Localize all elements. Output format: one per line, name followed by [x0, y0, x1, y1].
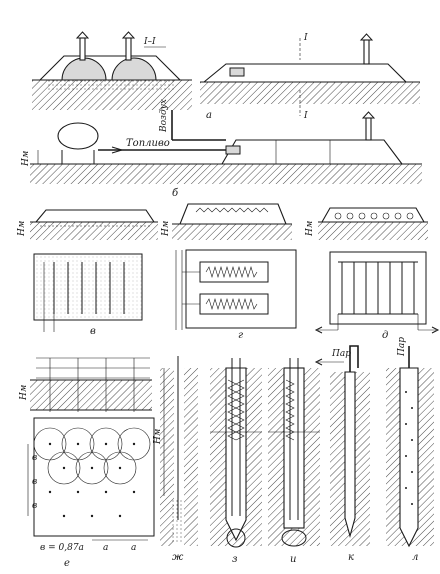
panel-letter-k: к: [348, 552, 354, 563]
panel-letter-d: д: [382, 330, 388, 341]
panel-d-section: Hм: [305, 207, 428, 240]
firebox: [229, 67, 245, 77]
panel-zh: Hм ж: [153, 356, 198, 563]
depth-label: Hм: [19, 385, 29, 401]
panel-b: Топливо Воздух Hм б: [21, 99, 422, 199]
thawed-zone: [48, 80, 176, 90]
cut-mark-bottom: I: [303, 111, 308, 121]
embankment: [221, 139, 404, 165]
spacing-b: в: [32, 453, 37, 463]
cross-section-icon: [226, 528, 246, 548]
panel-letter-i: и: [290, 554, 296, 565]
fuel-label: Топливо: [126, 138, 170, 149]
dome-right: [111, 57, 157, 81]
panel-k: Пар к: [314, 345, 370, 563]
dome-left: [61, 57, 107, 81]
depth-label: Hм: [21, 151, 31, 167]
depth-label: Hм: [17, 221, 27, 237]
panel-l: Пар л: [386, 337, 434, 563]
chimney-left: [79, 37, 86, 61]
fuel-tank: [57, 122, 99, 150]
panel-letter-a: а: [206, 110, 212, 121]
panel-g-plan: г: [175, 249, 297, 341]
spacing-formula: в = 0,87a: [40, 543, 84, 553]
panel-d-plan: д: [314, 251, 440, 341]
depth-label: Hм: [305, 221, 315, 237]
section-mark: I–I: [143, 37, 156, 47]
embankment: [38, 55, 182, 81]
cut-mark-top: I: [303, 33, 308, 43]
panel-e: Hм в в в a a в = 0,87a е: [19, 357, 155, 569]
embankment: [202, 63, 408, 83]
spacing-a: a: [131, 543, 136, 553]
cross-section-icon: [281, 529, 307, 547]
panel-letter-b: б: [172, 188, 179, 199]
panel-letter-z: з: [232, 554, 237, 565]
panel-g-section: Hм: [161, 203, 292, 240]
burner: [225, 145, 241, 155]
chimney: [363, 39, 370, 65]
panel-v-section: Hм: [17, 209, 158, 240]
chimney: [365, 117, 372, 141]
depth-label: Hм: [161, 221, 171, 237]
spacing-b: в: [32, 477, 37, 487]
steam-label: Пар: [397, 337, 407, 357]
panel-z: з: [210, 358, 262, 565]
ground-hatch: [30, 164, 422, 184]
steam-label: Пар: [331, 349, 351, 359]
panel-v-plan: в: [33, 253, 143, 337]
panel-letter-g: г: [238, 330, 243, 341]
panel-i: и: [268, 358, 320, 565]
panel-letter-zh: ж: [172, 552, 184, 563]
panel-letter-l: л: [412, 552, 418, 563]
ground-hatch: [200, 82, 420, 104]
spacing-a: a: [103, 543, 108, 553]
depth-label: Hм: [153, 429, 163, 445]
panel-a: I–I I I а: [32, 31, 420, 121]
panel-letter-v: в: [90, 326, 96, 337]
spacing-b: в: [32, 501, 37, 511]
air-label: Воздух: [159, 99, 169, 133]
panel-letter-e: е: [64, 558, 70, 569]
chimney-right: [125, 37, 132, 61]
